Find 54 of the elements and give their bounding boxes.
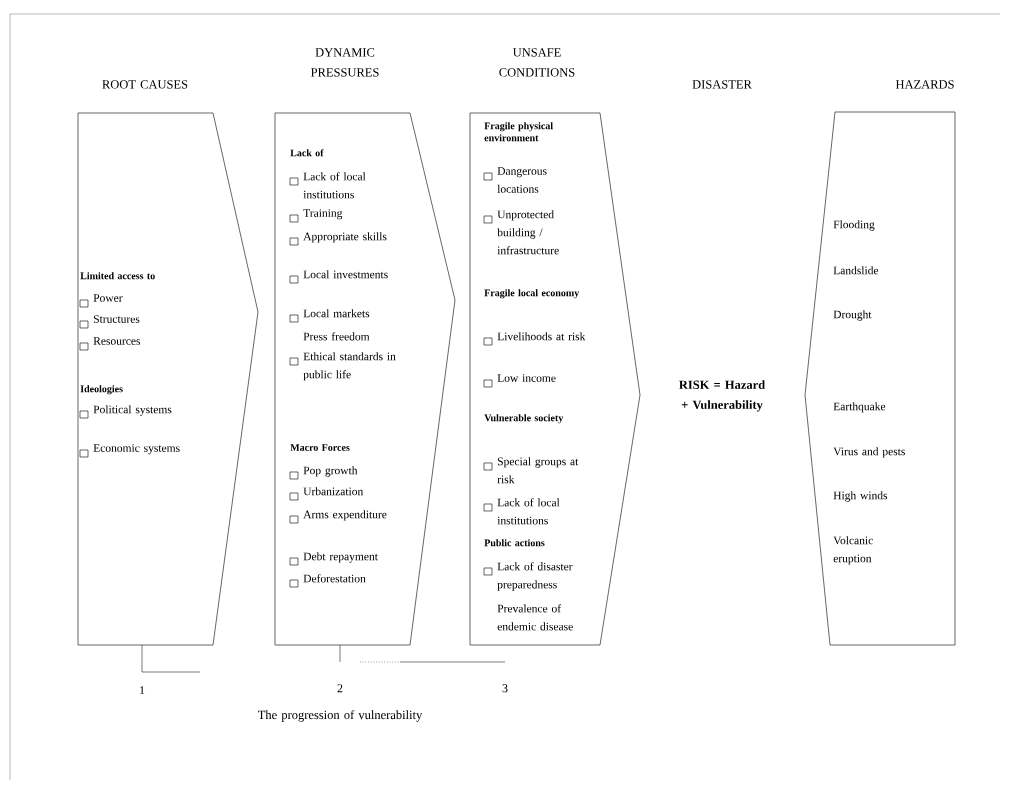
group-heading: Limited access to	[80, 272, 155, 280]
list-item: Special groups at risk	[483, 457, 579, 484]
hazard-name: Flooding	[833, 220, 875, 231]
group-heading: Fragile local economy	[484, 289, 580, 299]
list-item: Local markets	[289, 309, 370, 323]
group-heading: Lack of	[290, 149, 324, 157]
list-item: Prevalence of endemic disease	[497, 604, 573, 631]
chevron-box	[77, 112, 259, 646]
list-item: Structures	[79, 315, 140, 329]
axis-caption: The progression of vulnerability	[257, 710, 423, 722]
list-item: Pop growth	[289, 466, 358, 480]
list-item: Deforestation	[289, 574, 366, 588]
list-item: Low income	[483, 374, 556, 388]
list-item: Lack of local institutions	[483, 498, 560, 525]
list-item: Press freedom	[303, 332, 370, 341]
column-heading: ROOT CAUSES	[102, 80, 188, 89]
column-heading: DISASTER	[692, 80, 752, 89]
group-heading: Fragile physical environment	[484, 122, 553, 142]
list-item: Ethical standards in public life	[289, 352, 396, 381]
chevron-box	[469, 112, 641, 646]
list-item: Dangerous locations	[483, 167, 547, 193]
list-item: Local investments	[289, 270, 388, 284]
column-heading: UNSAFE CONDITIONS	[499, 48, 575, 77]
list-item: Power	[79, 294, 123, 308]
hazard-name: Landslide	[833, 266, 879, 275]
stage-number: 3	[502, 684, 508, 693]
hazard-name: Drought	[833, 310, 872, 321]
list-item: Lack of local institutions	[289, 172, 366, 199]
group-heading: Vulnerable society	[484, 414, 564, 424]
list-item: Appropriate skills	[289, 232, 387, 246]
list-item: Urbanization	[289, 487, 364, 501]
hazard-name: Virus and pests	[833, 447, 905, 458]
list-item: Lack of disaster preparedness	[483, 562, 573, 591]
column-heading: DYNAMIC PRESSURES	[310, 48, 379, 77]
stage-number: 2	[337, 684, 343, 693]
list-item: Livelihoods at risk	[483, 332, 586, 346]
group-heading: Public actions	[484, 539, 545, 547]
list-item: Unprotected building / infrastructure	[483, 210, 559, 255]
group-heading: Macro Forces	[290, 444, 350, 451]
chevron-box	[804, 111, 956, 646]
column-heading: HAZARDS	[895, 80, 954, 89]
stage-number: 1	[140, 686, 145, 695]
hazard-name: Volcanic eruption	[833, 536, 873, 565]
list-item: Arms expenditure	[289, 510, 387, 524]
list-item: Debt repayment	[289, 552, 378, 566]
list-item: Training	[289, 209, 343, 223]
list-item: Economic systems	[79, 444, 180, 458]
hazard-name: High winds	[833, 491, 888, 502]
hazard-name: Earthquake	[833, 402, 886, 413]
list-item: Resources	[79, 337, 141, 351]
group-heading: Ideologies	[80, 385, 123, 395]
chevron-box	[274, 112, 456, 646]
list-item: Political systems	[79, 405, 172, 419]
risk-formula: RISK = Hazard + Vulnerability	[679, 380, 765, 412]
